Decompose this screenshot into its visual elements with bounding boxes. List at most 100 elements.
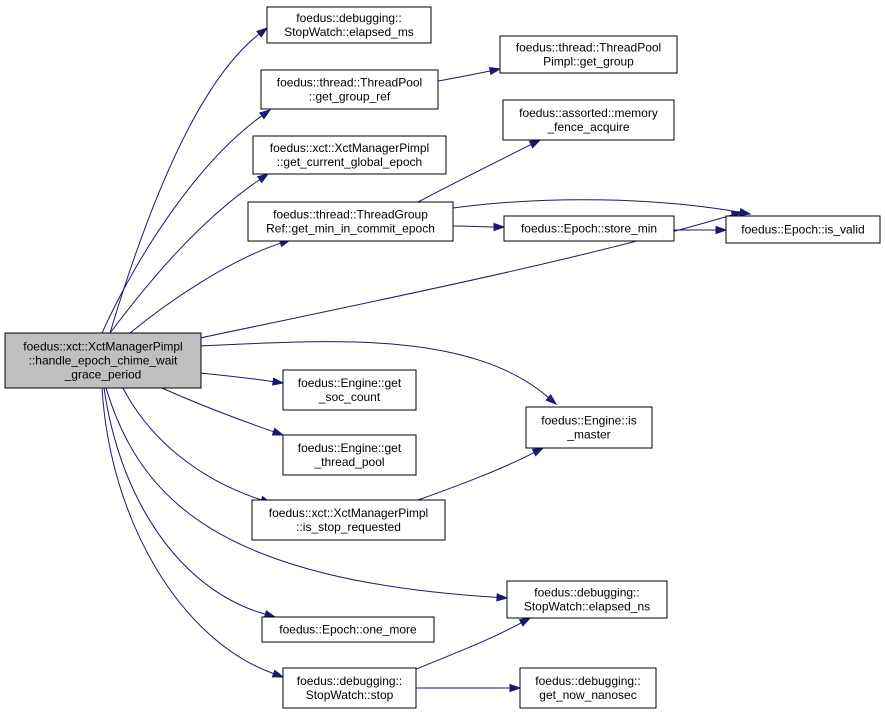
arrowhead — [738, 208, 752, 217]
node-box — [260, 69, 439, 110]
edge-root-to-get_current_global_epoch — [109, 173, 270, 334]
node-box — [4, 332, 202, 389]
edge-line — [199, 341, 549, 398]
node-get-thread-pool[interactable]: foedus::Engine::get_thread_pool — [282, 434, 417, 476]
node-store-min[interactable]: foedus::Epoch::store_min — [503, 215, 675, 242]
edge-root-to-get_soc_count — [199, 372, 285, 386]
node-label: foedus::xct::XctManagerPimpl — [270, 141, 429, 155]
node-label: _fence_acquire — [546, 120, 629, 134]
edge-root-to-is_master — [199, 341, 558, 405]
node-label: foedus::debugging:: — [534, 586, 639, 600]
node-get-now-nanosec[interactable]: foedus::debugging::get_now_nanosec — [519, 667, 657, 709]
node-stop[interactable]: foedus::debugging::StopWatch::stop — [282, 667, 417, 709]
edge-stop-to-elapsed_ns — [413, 617, 532, 671]
edge-line — [101, 387, 274, 675]
node-get-min-in-commit-epoch[interactable]: foedus::thread::ThreadGroupRef::get_min_… — [247, 201, 454, 242]
arrowhead — [256, 173, 270, 184]
edge-is_stop_requested-to-is_master — [417, 447, 545, 501]
edge-line — [417, 452, 535, 501]
node-box — [503, 215, 675, 242]
node-elapsed-ns[interactable]: foedus::debugging::StopWatch::elapsed_ns — [506, 580, 668, 619]
arrowhead — [531, 447, 545, 457]
node-label: foedus::xct::XctManagerPimpl — [23, 340, 182, 354]
node-label: StopWatch::elapsed_ns — [524, 600, 650, 614]
node-root[interactable]: foedus::xct::XctManagerPimpl::handle_epo… — [4, 332, 202, 389]
edge-root-to-get_min_in_commit_epoch — [129, 239, 292, 334]
node-is-valid[interactable]: foedus::Epoch::is_valid — [725, 215, 881, 244]
edge-line — [161, 387, 274, 433]
node-label: StopWatch::elapsed_ms — [284, 25, 414, 39]
edge-line — [452, 225, 495, 228]
node-box — [261, 616, 435, 643]
arrowhead — [509, 683, 522, 693]
node-box — [506, 580, 668, 619]
edge-line — [109, 179, 260, 334]
edge-root-to-elapsed_ms — [109, 27, 269, 334]
arrowhead — [528, 139, 542, 149]
edge-root-to-is_stop_requested — [122, 387, 273, 504]
node-label: foedus::Engine::is — [541, 414, 636, 428]
node-label: foedus::Epoch::one_more — [279, 623, 417, 637]
edge-get_min_in_commit_epoch-to-store_min — [452, 222, 506, 232]
edge-root-to-elapsed_ns — [105, 387, 509, 602]
arrowhead — [256, 27, 269, 38]
node-label: Pimpl::get_group — [543, 55, 634, 69]
node-label: foedus::Epoch::store_min — [521, 222, 657, 236]
arrowhead — [518, 617, 532, 627]
node-label: ::get_group_ref — [309, 90, 391, 104]
node-label: foedus::xct::XctManagerPimpl — [269, 506, 428, 520]
edge-stop-to-get_now_nanosec — [415, 683, 522, 693]
node-box — [266, 6, 432, 44]
node-label: Ref::get_min_in_commit_epoch — [266, 222, 435, 236]
node-get-soc-count[interactable]: foedus::Engine::get_soc_count — [282, 369, 417, 411]
node-box — [251, 499, 446, 541]
node-label: foedus::Engine::get — [298, 376, 402, 390]
node-label: _soc_count — [318, 390, 381, 404]
node-box — [725, 215, 881, 244]
edge-get_min_in_commit_epoch-to-memory_fence — [417, 139, 542, 203]
node-box — [519, 667, 657, 709]
edge-line — [452, 199, 741, 213]
node-is-stop-requested[interactable]: foedus::xct::XctManagerPimpl::is_stop_re… — [251, 499, 446, 541]
node-label: ::handle_epoch_chime_wait — [29, 354, 178, 368]
node-label: foedus::debugging:: — [296, 11, 401, 25]
node-label: _thread_pool — [313, 455, 384, 469]
node-label: foedus::debugging:: — [535, 674, 640, 688]
node-label: foedus::debugging:: — [297, 674, 402, 688]
node-label: foedus::Epoch::is_valid — [741, 223, 864, 237]
edge-line — [105, 387, 498, 598]
arrowhead — [715, 225, 728, 235]
node-box — [282, 434, 417, 476]
edge-line — [122, 387, 262, 501]
edge-get_group_ref-to-get_group — [437, 66, 502, 82]
edge-get_min_in_commit_epoch-to-is_valid — [452, 199, 752, 217]
arrowhead — [545, 393, 558, 405]
arrowhead — [259, 109, 272, 120]
node-box — [525, 406, 653, 449]
function-nodes: foedus::xct::XctManagerPimpl::handle_epo… — [4, 6, 881, 709]
node-box — [282, 667, 417, 709]
node-get-current-global-epoch[interactable]: foedus::xct::XctManagerPimpl::get_curren… — [252, 135, 447, 175]
node-label: _master — [566, 428, 610, 442]
edge-line — [101, 115, 263, 334]
node-label: get_now_nanosec — [539, 688, 636, 702]
node-label: foedus::Engine::get — [298, 441, 402, 455]
arrowhead — [272, 377, 285, 386]
node-elapsed-ms[interactable]: foedus::debugging::StopWatch::elapsed_ms — [266, 6, 432, 44]
node-box — [282, 369, 417, 411]
node-get-group-ref[interactable]: foedus::thread::ThreadPool::get_group_re… — [260, 69, 439, 110]
node-get-group[interactable]: foedus::thread::ThreadPoolPimpl::get_gro… — [499, 35, 678, 74]
node-label: ::is_stop_requested — [296, 520, 401, 534]
edge-line — [417, 144, 532, 203]
node-label: foedus::thread::ThreadPool — [277, 76, 422, 90]
node-label: ::get_current_global_epoch — [277, 155, 422, 169]
node-is-master[interactable]: foedus::Engine::is_master — [525, 406, 653, 449]
node-memory-fence[interactable]: foedus::assorted::memory_fence_acquire — [502, 99, 675, 141]
node-box — [252, 135, 447, 175]
node-label: StopWatch::stop — [306, 688, 394, 702]
node-label: foedus::thread::ThreadGroup — [273, 208, 428, 222]
edge-line — [413, 622, 522, 671]
node-one-more[interactable]: foedus::Epoch::one_more — [261, 616, 435, 643]
edge-line — [199, 372, 274, 383]
